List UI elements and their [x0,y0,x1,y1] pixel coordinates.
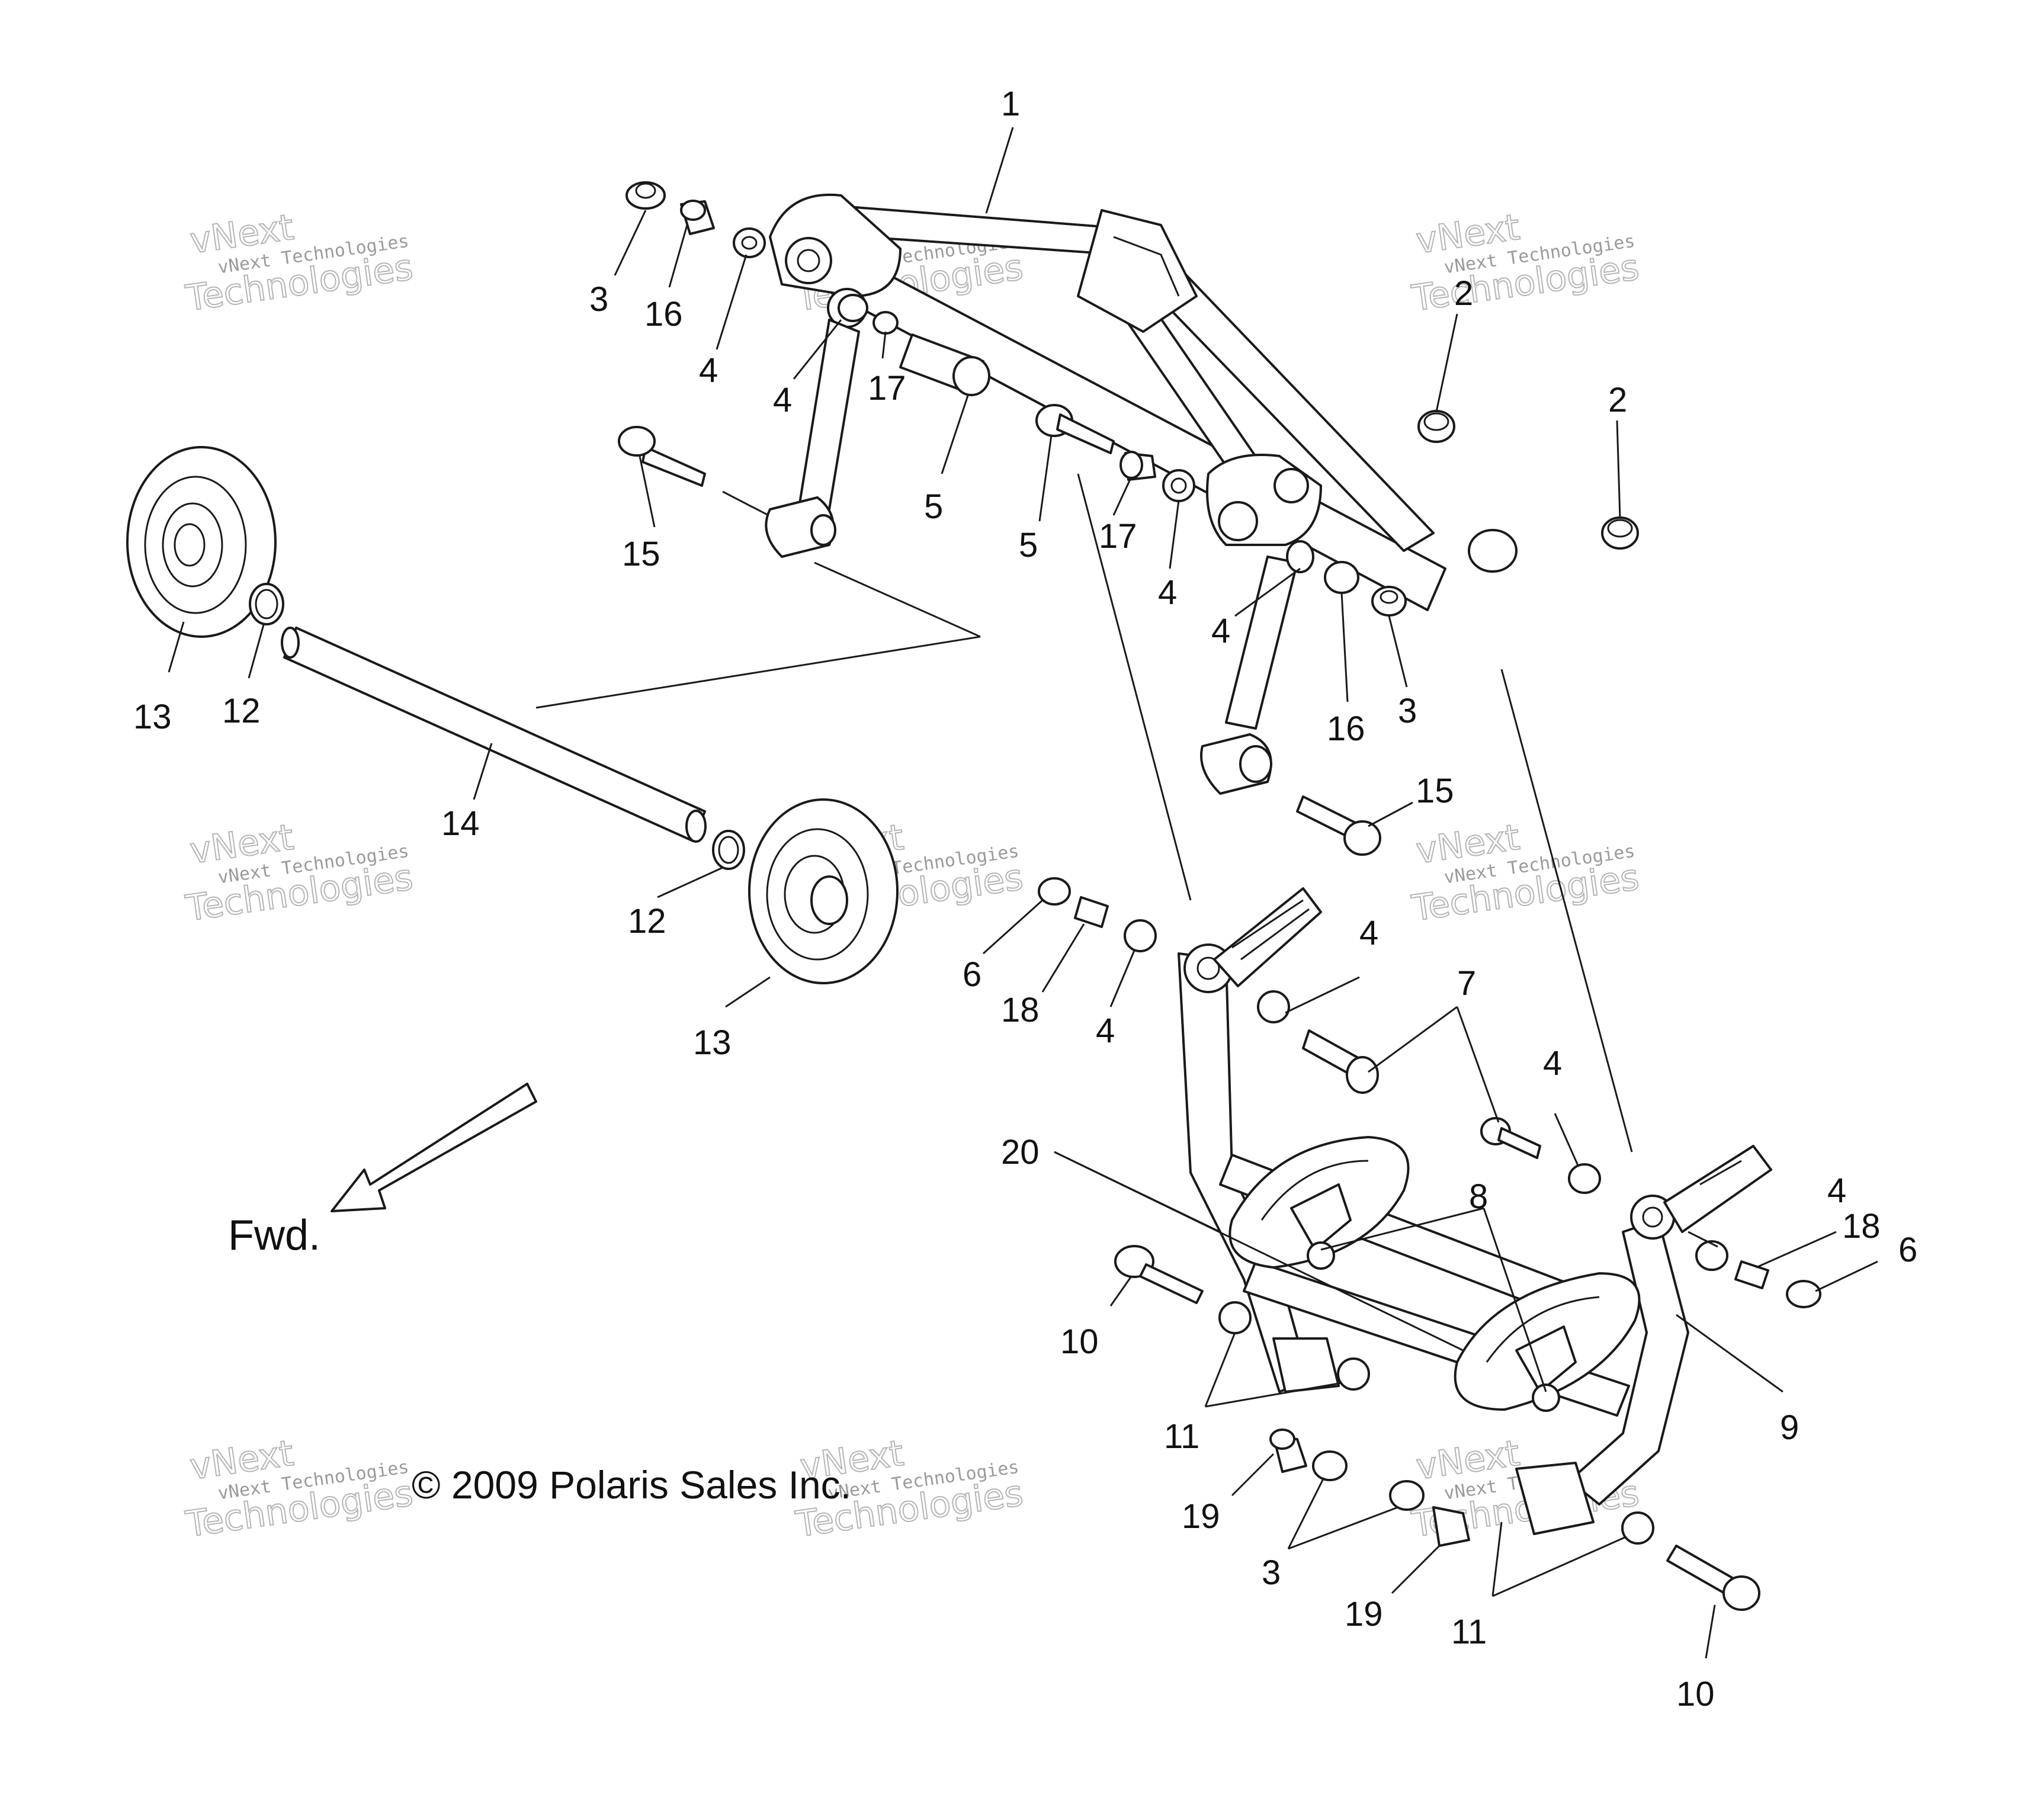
callout-label: 15 [622,535,660,573]
watermark: vNext vNext Technologies Technologies [1409,816,1642,930]
callout-label: 5 [1019,526,1038,564]
nut-3 [625,181,666,210]
callout-label: 4 [1359,914,1378,952]
callouts: 1 2 2 3 3 3 4 4 4 4 4 4 4 4 5 5 6 6 7 8 … [133,85,1917,1713]
bushing-4 [1257,990,1290,1023]
callout-label: 4 [699,351,718,390]
watermark: vNext vNext Technologies Technologies [182,816,416,930]
callout-label: 17 [1099,517,1137,556]
bolt-15 [618,426,706,487]
callout-label: 5 [924,487,943,526]
nut-3 [1312,1450,1348,1481]
callout-label: 6 [1898,1231,1917,1269]
bolt-15 [1296,795,1381,856]
bushing-4 [733,227,766,258]
bushing-4 [1124,919,1157,952]
pin-7 [1302,1029,1379,1094]
callout-label: 4 [1096,1012,1115,1050]
watermark: vNext vNext Technologies Technologies [182,1432,416,1546]
callout-label: 4 [1211,612,1230,650]
callout-label: 3 [1262,1553,1281,1592]
bushing-4 [1162,469,1195,502]
callout-label: 10 [1060,1323,1099,1361]
callout-label: 12 [628,902,666,941]
nut-6 [1038,877,1071,906]
spacer-18 [1734,1260,1769,1289]
front-torque-arm [1178,887,1772,1535]
idler-wheel-13 [126,446,277,638]
callout-label: 1 [1001,85,1020,123]
callout-label: 10 [1676,1675,1715,1713]
leader-lines [168,127,1878,1659]
bushing-16 [1324,561,1359,594]
plug-2 [1417,410,1455,443]
forward-label: Fwd. [228,1212,320,1259]
bolt [1480,1117,1541,1159]
plug-2 [1601,516,1639,550]
axle-14 [281,627,707,843]
nut-3 [1371,586,1407,617]
callout-label: 8 [1469,1177,1488,1216]
callout-label: 20 [1001,1133,1040,1171]
callout-label: 16 [644,295,683,333]
callout-label: 2 [1608,381,1627,419]
watermark: vNext vNext Technologies Technologies [182,206,416,320]
callout-label: 15 [1416,772,1454,810]
callout-label: 4 [773,381,792,419]
spacer-17 [872,311,899,335]
callout-label: 19 [1182,1497,1220,1536]
wheel-20 [1454,1272,1641,1412]
bolt-19 [1432,1506,1470,1547]
bolt-10 [1114,1245,1204,1304]
callout-label: 14 [441,804,480,843]
idler-wheels [126,446,899,984]
callout-label: 4 [1158,573,1177,612]
spacer-12 [249,583,284,625]
bushing-4 [1568,1163,1601,1194]
bushing-11 [1218,1301,1252,1334]
copyright-notice: © 2009 Polaris Sales Inc. [412,1463,851,1507]
callout-label: 6 [963,955,981,994]
callout-label: 13 [693,1023,732,1062]
callout-label: 11 [1451,1613,1487,1651]
callout-label: 4 [1827,1171,1846,1210]
callout-label: 3 [589,280,608,319]
callout-label: 19 [1345,1595,1383,1633]
callout-label: 2 [1454,274,1473,313]
bushing-11 [1337,1357,1370,1391]
watermark: vNext vNext Technologies Technologies [1409,206,1642,320]
bushing-4 [838,294,868,322]
bushing-11 [1621,1511,1654,1545]
callout-label: 4 [1543,1044,1562,1083]
callout-label: 18 [1842,1207,1881,1246]
callout-label: 12 [222,692,261,730]
spacer-18 [1074,896,1109,928]
nut-3 [1389,1480,1425,1511]
bolt-5 [1035,404,1115,454]
bushing-4 [1695,1240,1728,1271]
callout-label: 11 [1164,1417,1199,1456]
callout-label: 9 [1780,1408,1799,1447]
callout-label: 7 [1457,964,1476,1003]
spacer-17 [1119,451,1156,481]
idler-wheel-13 [748,798,899,984]
bushing-4 [1286,540,1314,573]
callout-label: 16 [1327,710,1365,748]
assembly-lines [535,473,1633,1153]
nut-6 [1786,1280,1821,1308]
callout-label: 17 [868,369,906,407]
callout-label: 3 [1398,692,1417,730]
bolt-19 [1269,1429,1307,1473]
shaft-5 [899,333,990,396]
wheel-20 [1228,1136,1410,1270]
callout-label: 18 [1001,991,1040,1029]
hardware [618,181,1821,1611]
callout-label: 13 [133,698,172,736]
forward-arrow-icon [331,1083,537,1212]
bolt-10 [1666,1545,1760,1611]
spacer-12 [712,830,745,870]
rear-torque-arm [765,193,1518,795]
bushing-16 [680,200,715,235]
